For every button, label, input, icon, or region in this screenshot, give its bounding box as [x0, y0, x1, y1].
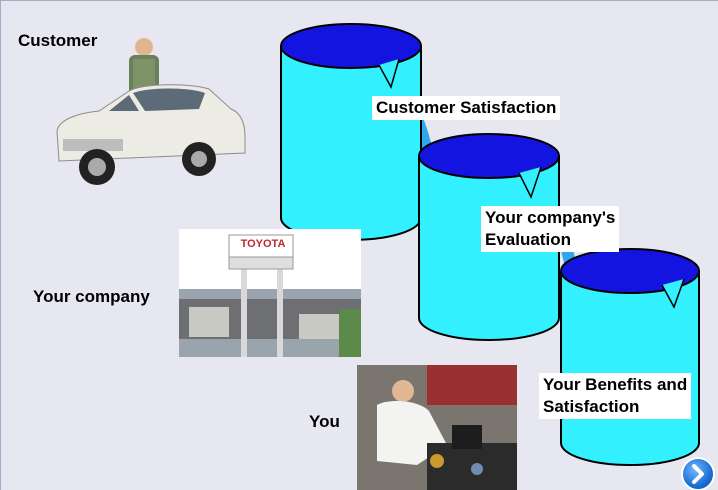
benefits-line2: Satisfaction — [543, 397, 640, 416]
tank-customer-satisfaction — [280, 23, 422, 241]
benefits-satisfaction-label: Your Benefits and Satisfaction — [539, 373, 692, 419]
company-evaluation-line1: Your company's — [485, 208, 616, 227]
customer-car-photo — [49, 33, 249, 198]
tank-benefits-satisfaction — [560, 248, 700, 466]
benefits-line1: Your Benefits and — [543, 375, 688, 394]
company-evaluation-line2: Evaluation — [485, 230, 571, 249]
customer-satisfaction-label: Customer Satisfaction — [372, 96, 561, 120]
chevron-right-icon — [692, 464, 704, 484]
you-label: You — [309, 412, 340, 431]
dealership-photo: TOYOTA — [179, 229, 361, 357]
dealer-sign-text: TOYOTA — [240, 238, 286, 250]
your-company-label: Your company — [33, 287, 150, 306]
mechanic-photo — [357, 365, 517, 490]
customer-label: Customer — [18, 31, 98, 50]
next-button[interactable] — [681, 457, 715, 490]
customer-satisfaction-text: Customer Satisfaction — [376, 98, 557, 117]
company-evaluation-label: Your company's Evaluation — [481, 206, 620, 252]
